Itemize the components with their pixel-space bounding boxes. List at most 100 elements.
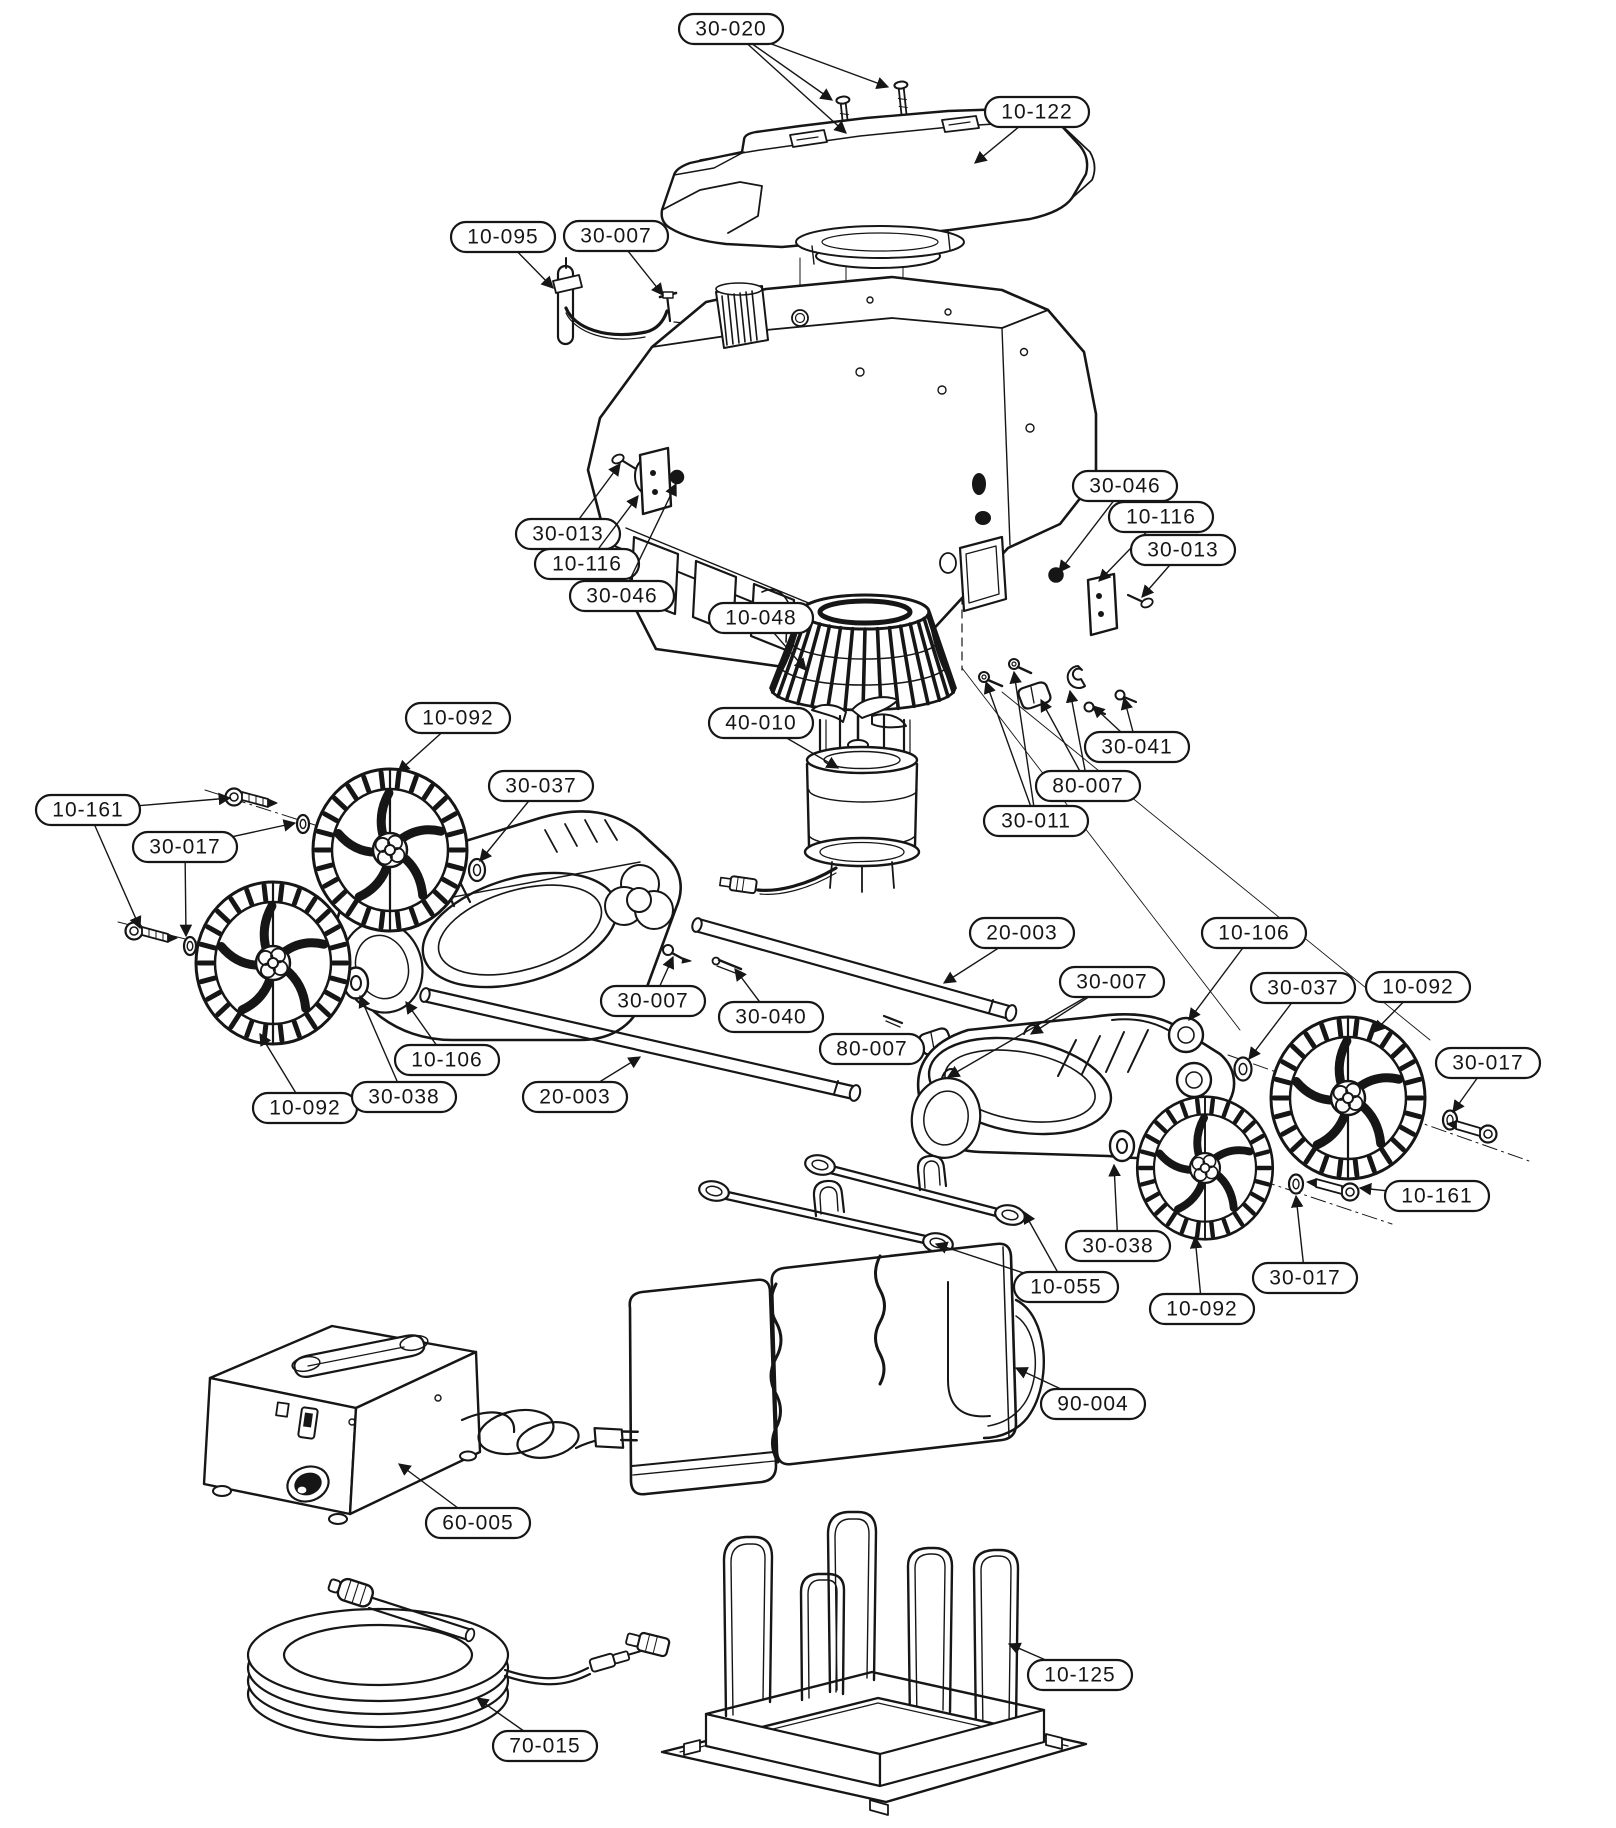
callout-70-015: 70-015 [475, 1697, 599, 1763]
callout-90-004: 90-004 [1014, 1367, 1147, 1421]
callout-label: 30-041 [1101, 736, 1172, 759]
callout-10-095: 10-095 [449, 220, 557, 289]
callout-label: 10-095 [467, 226, 538, 249]
callout-30-046: 30-046 [1058, 469, 1179, 573]
callout-10-125: 10-125 [1007, 1642, 1134, 1692]
callout-label: 80-007 [1052, 775, 1123, 798]
callout-label: 30-013 [532, 523, 603, 546]
callout-pill [393, 1043, 501, 1077]
floating-cable-coil [246, 1607, 510, 1742]
callout-30-017: 30-017 [1251, 1194, 1359, 1295]
callout-pill [1364, 970, 1472, 1004]
callout-30-017: 30-017 [131, 819, 297, 938]
callout-10-161: 10-161 [1358, 1179, 1491, 1213]
callout-pill [707, 601, 815, 635]
callout-pill [982, 804, 1090, 838]
callout-80-007: 80-007 [818, 1032, 926, 1066]
callout-label: 30-017 [1452, 1052, 1523, 1075]
callout-label: 20-003 [539, 1086, 610, 1109]
callout-pill [424, 1506, 532, 1540]
callout-30-007: 30-007 [946, 965, 1166, 1078]
callout-30-017: 30-017 [1434, 1046, 1542, 1114]
callout-10-092: 10-092 [1364, 970, 1472, 1033]
callout-pill [34, 793, 142, 827]
tube-lower [419, 987, 862, 1102]
callout-pill [533, 547, 641, 581]
callout-pill [491, 1729, 599, 1763]
callout-label: 60-005 [442, 1512, 513, 1535]
callout-pill [599, 984, 707, 1018]
callout-10-161: 10-161 [34, 792, 232, 930]
callout-label: 10-116 [552, 553, 622, 576]
callout-40-010: 40-010 [707, 706, 840, 769]
callout-label: 30-037 [505, 775, 576, 798]
callout-30-020: 30-020 [677, 12, 890, 134]
callout-80-007: 80-007 [1034, 689, 1142, 803]
callout-pill [1249, 971, 1357, 1005]
callout-label: 30-038 [1082, 1235, 1153, 1258]
callout-20-003: 20-003 [942, 916, 1076, 984]
callout-label: 10-161 [52, 799, 123, 822]
callout-label: 20-003 [986, 922, 1057, 945]
callout-30-011: 30-011 [982, 670, 1090, 838]
callout-pill [1064, 1229, 1172, 1263]
callout-10-106: 10-106 [393, 1000, 501, 1077]
callout-pill [1383, 1179, 1491, 1213]
intake-cone [769, 593, 957, 712]
float-and-cable [552, 257, 678, 346]
callout-label: 30-007 [580, 225, 651, 248]
callout-pill [449, 220, 557, 254]
wheel [1135, 1095, 1275, 1241]
callout-pill [707, 706, 815, 740]
callout-10-048: 10-048 [707, 601, 815, 671]
filter-bag [628, 1242, 1046, 1496]
callout-label: 10-106 [1218, 922, 1289, 945]
callout-pill [1251, 1261, 1359, 1295]
caddy-base [625, 1510, 1088, 1816]
callout-pill [1026, 1658, 1134, 1692]
callout-label: 10-092 [1382, 976, 1453, 999]
callout-30-013: 30-013 [1129, 533, 1237, 598]
callout-pill [1034, 769, 1142, 803]
callout-pill [1039, 1387, 1147, 1421]
callout-30-046: 30-046 [568, 482, 677, 613]
callout-10-122: 10-122 [974, 95, 1091, 164]
floating-cable-leads [327, 1577, 641, 1686]
callout-10-092: 10-092 [251, 1032, 359, 1125]
callout-30-007: 30-007 [562, 219, 670, 296]
callout-pill [350, 1080, 458, 1114]
callout-10-106: 10-106 [1188, 916, 1308, 1022]
callout-label: 30-038 [368, 1086, 439, 1109]
callout-20-003: 20-003 [521, 1056, 642, 1114]
wheel [1269, 1015, 1427, 1181]
callout-label: 30-011 [1001, 810, 1071, 833]
callout-30-038: 30-038 [1064, 1163, 1172, 1263]
callout-label: 30-040 [735, 1006, 806, 1029]
callout-pill [562, 219, 670, 253]
callout-label: 30-017 [1269, 1267, 1340, 1290]
pump-motor [719, 696, 921, 895]
callout-label: 30-037 [1267, 977, 1338, 1000]
callout-label: 10-092 [1166, 1298, 1237, 1321]
callout-pill [1148, 1292, 1256, 1326]
callout-10-116: 10-116 [533, 494, 641, 581]
callout-label: 10-092 [422, 707, 493, 730]
callout-label: 30-013 [1147, 539, 1218, 562]
callout-label: 90-004 [1057, 1393, 1128, 1416]
axle-hardware-right [1108, 1056, 1498, 1202]
callout-10-055: 10-055 [934, 1210, 1120, 1304]
callout-label: 30-046 [1089, 475, 1160, 498]
hardware-cluster [978, 658, 1138, 716]
callout-60-005: 60-005 [397, 1463, 532, 1540]
callout-pill [1058, 965, 1166, 999]
callout-10-116: 10-116 [1098, 500, 1215, 582]
callout-30-007: 30-007 [599, 955, 707, 1018]
bracket-left [611, 446, 685, 516]
callout-pill [717, 1000, 825, 1034]
callout-30-013: 30-013 [514, 462, 622, 551]
callout-pill [677, 12, 785, 46]
callout-pill [818, 1032, 926, 1066]
handle-assembly [660, 107, 1096, 269]
